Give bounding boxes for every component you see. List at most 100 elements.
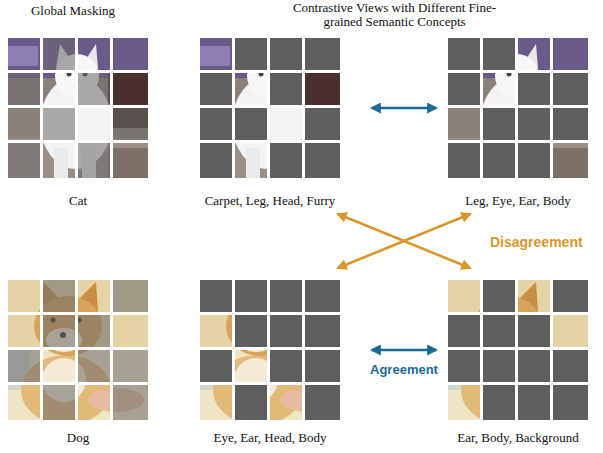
mask-patch bbox=[305, 350, 340, 385]
relation-tag: Disagreement bbox=[490, 234, 583, 250]
mask-patch bbox=[78, 73, 113, 108]
mask-patch bbox=[270, 38, 305, 73]
mask-patch bbox=[553, 280, 588, 315]
grid-line bbox=[110, 280, 113, 420]
mask-patch bbox=[448, 143, 483, 178]
image-grid bbox=[200, 280, 340, 425]
mask-patch bbox=[305, 108, 340, 143]
mask-patch bbox=[483, 315, 518, 350]
mask-patch bbox=[235, 38, 270, 73]
cat-leg bbox=[246, 148, 260, 178]
mask-patch bbox=[518, 108, 553, 143]
mask-patch bbox=[78, 350, 113, 385]
mask-patch bbox=[78, 315, 113, 350]
mask-patch bbox=[518, 315, 553, 350]
grid-line bbox=[302, 38, 305, 178]
panel-caption: Cat bbox=[0, 193, 158, 208]
mask-patch bbox=[200, 108, 235, 143]
image-grid bbox=[8, 280, 148, 425]
double-arrow bbox=[372, 349, 436, 352]
mask-patch bbox=[113, 280, 148, 315]
mask-patch bbox=[270, 315, 305, 350]
scene-carpet bbox=[108, 148, 148, 178]
scene-image bbox=[8, 38, 148, 178]
mask-patch bbox=[43, 385, 78, 420]
grid-line bbox=[448, 382, 588, 385]
mask-patch bbox=[448, 73, 483, 108]
mask-patch bbox=[78, 143, 113, 178]
column-heading: Contrastive Views with Different Fine-gr… bbox=[292, 1, 497, 29]
mask-patch bbox=[270, 143, 305, 178]
scene-bg bbox=[448, 38, 588, 178]
grid-line bbox=[550, 280, 553, 420]
mask-patch bbox=[553, 385, 588, 420]
grid-line bbox=[550, 38, 553, 178]
image-panel: Carpet, Leg, Head, Furry bbox=[190, 38, 350, 208]
double-arrow bbox=[372, 107, 436, 110]
grid-line bbox=[110, 38, 113, 178]
image-panel: Ear, Body, Background bbox=[438, 280, 598, 445]
mask-patch bbox=[483, 38, 518, 73]
cat-leg bbox=[54, 148, 68, 178]
grid-line bbox=[302, 280, 305, 420]
grid-line bbox=[200, 382, 340, 385]
mask-patch bbox=[483, 108, 518, 143]
image-grid bbox=[8, 38, 148, 178]
mask-patch bbox=[8, 143, 43, 178]
mask-patch bbox=[553, 73, 588, 108]
mask-patch bbox=[553, 108, 588, 143]
column-heading: Global Masking bbox=[0, 4, 146, 18]
mask-patch bbox=[200, 73, 235, 108]
grid-line bbox=[448, 140, 588, 143]
mask-patch bbox=[448, 38, 483, 73]
mask-patch bbox=[448, 315, 483, 350]
mask-patch bbox=[305, 315, 340, 350]
grid-line bbox=[200, 140, 340, 143]
mask-patch bbox=[448, 350, 483, 385]
mask-patch bbox=[200, 350, 235, 385]
scene-image bbox=[8, 280, 148, 420]
mask-patch bbox=[43, 108, 78, 143]
scene-bg bbox=[200, 38, 340, 178]
mask-patch bbox=[200, 280, 235, 315]
panel-caption: Ear, Body, Background bbox=[438, 430, 598, 445]
grid-line bbox=[8, 105, 148, 108]
image-panel: Dog bbox=[0, 280, 158, 445]
mask-patch bbox=[8, 350, 43, 385]
scene-image bbox=[448, 38, 588, 178]
grid-line bbox=[8, 140, 148, 143]
scene-wall bbox=[8, 46, 38, 66]
mask-patch bbox=[483, 143, 518, 178]
mask-patch bbox=[200, 143, 235, 178]
mask-patch bbox=[235, 280, 270, 315]
grid-line bbox=[200, 105, 340, 108]
scene-image bbox=[200, 280, 340, 420]
mask-patch bbox=[43, 315, 78, 350]
image-panel: Cat bbox=[0, 38, 158, 208]
scene-image bbox=[200, 38, 340, 178]
image-grid bbox=[448, 280, 588, 425]
mask-patch bbox=[270, 280, 305, 315]
scene-bg bbox=[8, 38, 148, 178]
grid-line bbox=[448, 347, 588, 350]
mask-patch bbox=[305, 280, 340, 315]
mask-patch bbox=[305, 38, 340, 73]
mask-patch bbox=[113, 385, 148, 420]
panel-caption: Leg, Eye, Ear, Body bbox=[438, 193, 598, 208]
mask-patch bbox=[518, 143, 553, 178]
mask-patch bbox=[483, 385, 518, 420]
scene-wall bbox=[200, 46, 230, 66]
mask-patch bbox=[113, 108, 148, 143]
mask-patch bbox=[270, 73, 305, 108]
scene-carpet bbox=[548, 148, 588, 178]
mask-patch bbox=[305, 385, 340, 420]
mask-patch bbox=[235, 385, 270, 420]
panel-caption: Eye, Ear, Head, Body bbox=[190, 430, 350, 445]
grid-line bbox=[8, 382, 148, 385]
mask-patch bbox=[235, 315, 270, 350]
mask-patch bbox=[518, 73, 553, 108]
mask-patch bbox=[553, 350, 588, 385]
panel-caption: Dog bbox=[0, 430, 158, 445]
